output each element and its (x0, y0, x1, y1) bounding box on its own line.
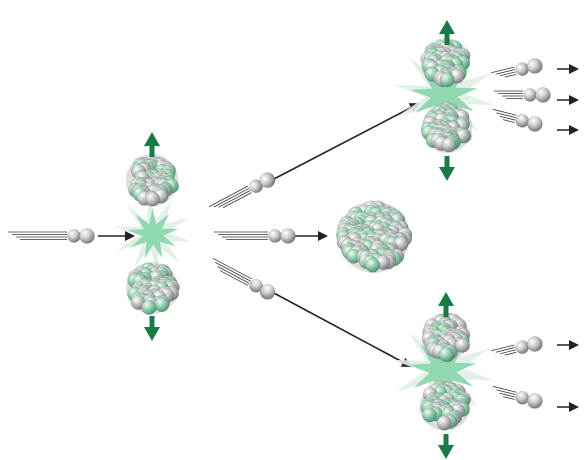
proton (365, 257, 381, 273)
neutron (259, 284, 276, 300)
motion-trail (500, 349, 516, 355)
neutron (527, 393, 543, 409)
motion-up-arrow (144, 132, 160, 157)
neutron (280, 228, 296, 244)
proton (438, 347, 454, 363)
motion-trail (213, 187, 250, 208)
neutron-in-nucleus (145, 191, 160, 207)
fragment-lower-b (420, 380, 471, 431)
motion-trail (218, 190, 251, 208)
motion-trail (502, 396, 515, 400)
motion-up-arrow (439, 20, 455, 45)
flash-core (409, 336, 477, 403)
neutron (527, 336, 543, 352)
neutron-path-upper (271, 103, 420, 181)
released-neutron-ua (491, 58, 543, 78)
neutron-in-nucleus (455, 337, 470, 353)
motion-down-arrow (144, 316, 160, 341)
unreacted-nucleus (336, 200, 413, 273)
neutron (527, 58, 543, 74)
fragment-lower-a (421, 313, 471, 363)
flash-initial (114, 195, 192, 273)
motion-trail (496, 389, 516, 396)
motion-trail (502, 119, 515, 123)
motion-trail (212, 257, 252, 280)
released-neutron-uc (493, 109, 543, 132)
flash-layer (114, 44, 494, 421)
incoming-neutron (8, 228, 95, 244)
released-neutron-middle (214, 228, 296, 244)
motion-trail (500, 71, 516, 77)
motion-trail (217, 266, 250, 284)
motion-trail (496, 112, 516, 119)
nucleus-layer (126, 20, 472, 459)
motion-trail (208, 185, 249, 207)
motion-trail (491, 344, 515, 352)
flash-core (127, 208, 179, 259)
motion-trail (223, 192, 252, 208)
proton (421, 407, 437, 423)
fragment-upper-b (420, 101, 472, 153)
released-neutron-lower (212, 257, 276, 300)
fragment-lower-initial (126, 262, 180, 315)
motion-trail (491, 66, 515, 74)
motion-trail (504, 351, 517, 356)
neutron-in-nucleus (441, 137, 457, 153)
proton (439, 72, 455, 88)
fragment-upper-initial (126, 154, 179, 207)
motion-trail (219, 270, 249, 286)
particle-layer (8, 58, 551, 409)
released-neutron-upper (208, 172, 276, 208)
neutron (527, 116, 543, 132)
motion-trail (495, 347, 516, 353)
line-layer (98, 64, 579, 412)
neutron-path-lower (271, 291, 412, 367)
motion-trail (493, 386, 517, 393)
motion-down-arrow (438, 434, 454, 459)
proton (154, 297, 170, 313)
neutron (259, 172, 276, 188)
motion-trail (493, 109, 517, 116)
motion-trail (215, 262, 251, 282)
motion-up-arrow (438, 292, 454, 317)
motion-trail (504, 73, 517, 78)
neutron-in-nucleus (436, 415, 452, 431)
motion-trail (499, 115, 516, 121)
motion-down-arrow (439, 156, 455, 181)
motion-trail (495, 69, 516, 75)
neutron (523, 88, 537, 102)
released-neutron-la (491, 336, 543, 356)
proton (141, 299, 157, 315)
fragment-upper-a (420, 38, 471, 88)
neutron (79, 228, 95, 244)
neutron (268, 229, 282, 243)
neutron (67, 229, 81, 243)
released-neutron-lb (493, 386, 543, 409)
released-neutron-ub (494, 87, 551, 103)
motion-trail (499, 392, 516, 398)
neutron (535, 87, 551, 103)
